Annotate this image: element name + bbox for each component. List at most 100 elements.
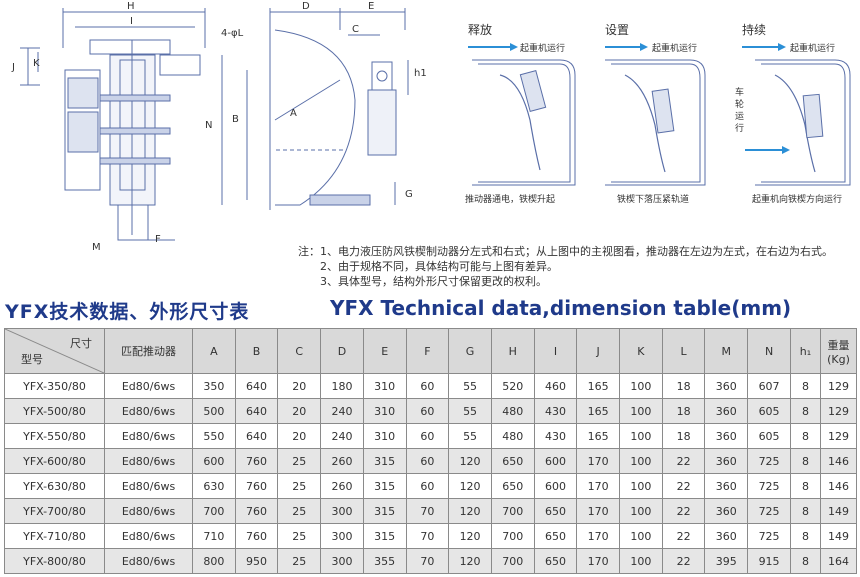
table-cell: 360 [704, 473, 749, 499]
table-cell: 360 [704, 398, 749, 424]
table-cell: Ed80/6ws [104, 523, 193, 549]
table-cell: 146 [820, 473, 857, 499]
table-cell: 70 [405, 523, 450, 549]
table-cell: 700 [490, 523, 535, 549]
column-header: h₁ [790, 328, 821, 374]
table-cell: 22 [661, 548, 706, 574]
table-cell: 170 [576, 523, 621, 549]
table-cell: 100 [619, 373, 663, 399]
table-cell: Ed80/6ws [104, 448, 193, 474]
table-cell: 55 [448, 373, 492, 399]
table-cell: 315 [362, 498, 407, 524]
note-3: 3、具体型号，结构外形尺寸保留更改的权利。 [320, 275, 547, 288]
table-cell: 240 [320, 423, 364, 449]
table-cell: 550 [192, 423, 236, 449]
table-cell: 8 [790, 373, 821, 399]
table-cell: 300 [320, 498, 364, 524]
svg-text:D: D [302, 1, 310, 12]
table-cell: 100 [619, 498, 663, 524]
table-cell: Ed80/6ws [104, 498, 193, 524]
table-cell: 650 [533, 548, 578, 574]
table-cell: 310 [362, 423, 407, 449]
table-cell: 300 [320, 523, 364, 549]
table-cell: 240 [320, 398, 364, 424]
diagram-release: 释放 起重机运行 推动器通电，铁楔升起 [465, 22, 576, 205]
table-cell: 360 [704, 373, 749, 399]
table-cell: 950 [234, 548, 279, 574]
continue-side-label: 车轮运行 [735, 86, 744, 134]
table-cell: 8 [790, 498, 821, 524]
table-cell: 100 [619, 473, 663, 499]
table-cell: 650 [533, 498, 578, 524]
table-cell: 640 [234, 423, 279, 449]
table-cell: 710 [192, 523, 236, 549]
table-cell: 310 [362, 373, 407, 399]
svg-text:I: I [130, 16, 133, 27]
release-caption: 推动器通电，铁楔升起 [465, 193, 555, 205]
svg-text:4-φL: 4-φL [221, 28, 244, 39]
svg-text:G: G [405, 189, 413, 200]
continue-title: 持续 [742, 22, 766, 37]
table-cell: 165 [576, 423, 621, 449]
column-header: L [661, 328, 706, 374]
table-cell: 700 [192, 498, 236, 524]
table-cell: Ed80/6ws [104, 398, 193, 424]
notes: 注：1、电力液压防风铁楔制动器分左式和右式；从上图中的主视图看，推动器在左边为左… [298, 244, 858, 289]
table-cell: 630 [192, 473, 236, 499]
technical-drawing: H I 4-φL J K N B M F D E C A h1 G 释放 起重机… [11, 1, 851, 250]
column-header: B [234, 328, 279, 374]
model-cell: YFX-600/80 [4, 448, 105, 474]
svg-text:F: F [155, 234, 161, 245]
table-cell: 22 [661, 498, 706, 524]
table-cell: 70 [405, 548, 450, 574]
table-cell: 480 [490, 423, 535, 449]
title-english: YFX Technical data,dimension table(mm) [330, 296, 792, 320]
table-cell: 605 [747, 398, 791, 424]
table-cell: 360 [704, 498, 749, 524]
table-cell: Ed80/6ws [104, 373, 193, 399]
table-cell: 760 [234, 448, 279, 474]
table-cell: 395 [704, 548, 749, 574]
table-cell: 360 [704, 523, 749, 549]
table-cell: 8 [790, 423, 821, 449]
table-cell: 170 [576, 448, 621, 474]
set-caption: 铁楔下落压紧轨道 [617, 193, 689, 205]
table-cell: 18 [661, 398, 706, 424]
table-cell: 120 [448, 548, 492, 574]
svg-text:A: A [290, 108, 297, 119]
table-cell: 640 [234, 373, 279, 399]
model-cell: YFX-500/80 [4, 398, 105, 424]
table-cell: 700 [490, 498, 535, 524]
table-cell: 129 [820, 423, 857, 449]
table-cell: 600 [533, 448, 578, 474]
column-header: J [576, 328, 621, 374]
release-arrow-label: 起重机运行 [520, 42, 565, 54]
table-cell: 100 [619, 523, 663, 549]
table-cell: 165 [576, 398, 621, 424]
table-cell: 60 [405, 473, 450, 499]
column-header: 重量 (Kg) [820, 328, 857, 374]
continue-arrow-label: 起重机运行 [790, 42, 835, 54]
set-arrow-label: 起重机运行 [652, 42, 697, 54]
model-cell: YFX-710/80 [4, 523, 105, 549]
set-title: 设置 [605, 23, 629, 37]
continue-caption: 起重机向铁楔方向运行 [752, 193, 842, 205]
table-cell: Ed80/6ws [104, 423, 193, 449]
svg-text:H: H [127, 1, 135, 12]
column-header: F [405, 328, 450, 374]
table-cell: 60 [405, 448, 450, 474]
table-cell: 600 [533, 473, 578, 499]
column-header: E [362, 328, 407, 374]
model-cell: YFX-700/80 [4, 498, 105, 524]
header-diagonal-cell: 尺寸 型号 [4, 328, 105, 374]
table-cell: 55 [448, 398, 492, 424]
table-cell: 25 [277, 548, 322, 574]
table-cell: 165 [576, 373, 621, 399]
notes-prefix: 注： [298, 245, 320, 258]
